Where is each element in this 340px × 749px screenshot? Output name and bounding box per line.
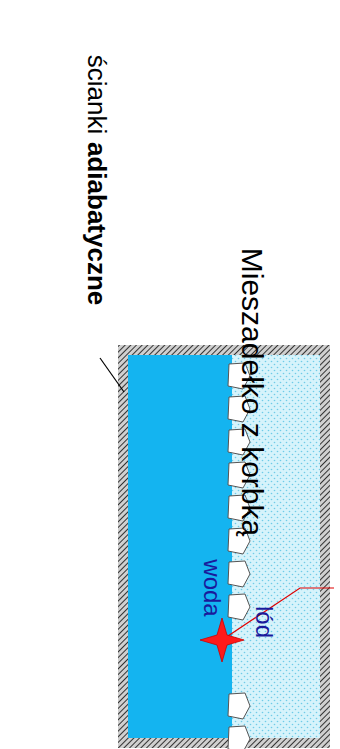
region-label: woda [199, 559, 225, 616]
water-fill [128, 355, 232, 738]
stirrer-rod [222, 588, 334, 640]
ice-chunk [228, 693, 250, 719]
ice-chunk [228, 726, 250, 749]
water-region: woda [128, 355, 232, 738]
wall-label-bold: adiabatyczne [82, 142, 112, 305]
stirrer-star [200, 618, 244, 662]
ice-chunk [228, 594, 250, 620]
wall-label-word: ścianki [82, 55, 112, 134]
ice-chunk [228, 561, 250, 587]
leader-line [100, 358, 124, 392]
ice-fill [128, 355, 320, 738]
wall-label: ścianki adiabatyczne [83, 55, 112, 306]
adiabatic-wall [118, 345, 330, 748]
stirrer-label: Mieszadełko z korbką [236, 248, 269, 536]
region-label: lód [251, 606, 277, 638]
